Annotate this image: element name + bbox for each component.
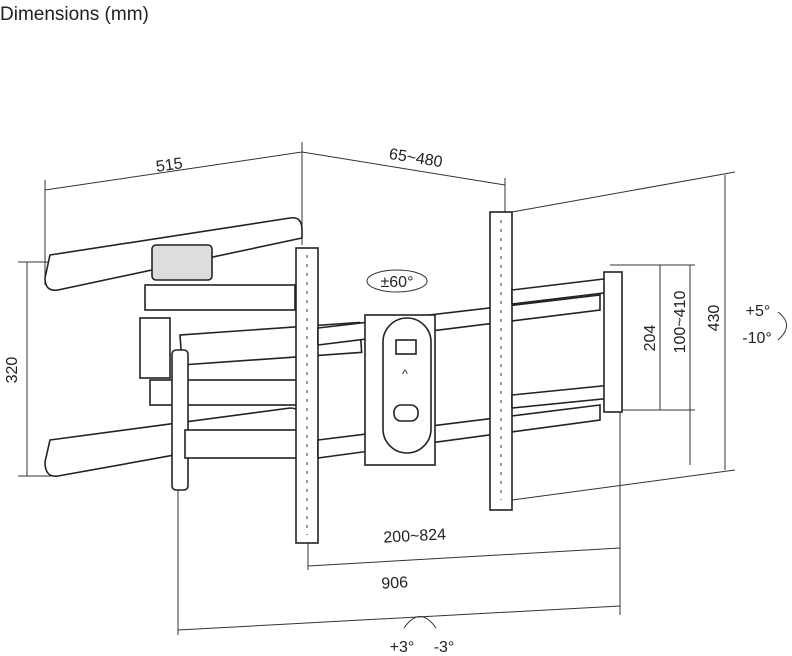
center-bracket: ^	[364, 314, 436, 466]
wall-arms	[44, 216, 363, 491]
swivel-indicator: ±60°	[366, 269, 428, 293]
level-arrow-icon	[403, 616, 437, 629]
dim-vesa-vertical: 100~410	[672, 291, 689, 354]
swivel-label: ±60°	[381, 274, 414, 291]
extension-lines	[18, 142, 736, 635]
wall-plate	[295, 247, 319, 544]
dim-min-vertical: 204	[642, 325, 659, 352]
dim-bracket-height: 430	[706, 305, 723, 332]
dim-arm-length: 515	[155, 155, 184, 176]
cross-rails	[317, 294, 601, 459]
diagram-title: Dimensions (mm)	[0, 4, 149, 25]
dimension-lines	[26, 151, 726, 631]
tv-bracket	[489, 211, 623, 511]
tilt-down-label: -10°	[742, 330, 772, 347]
dim-total-width: 906	[381, 574, 409, 592]
svg-text:^: ^	[402, 367, 408, 381]
level-plus-label: +3°	[390, 639, 415, 656]
dim-vesa-horizontal: 200~824	[383, 526, 447, 546]
dim-wall-plate-height: 320	[4, 357, 21, 384]
tilt-arrow-icon	[777, 311, 787, 341]
tilt-up-label: +5°	[746, 303, 771, 320]
level-minus-label: -3°	[434, 639, 455, 656]
